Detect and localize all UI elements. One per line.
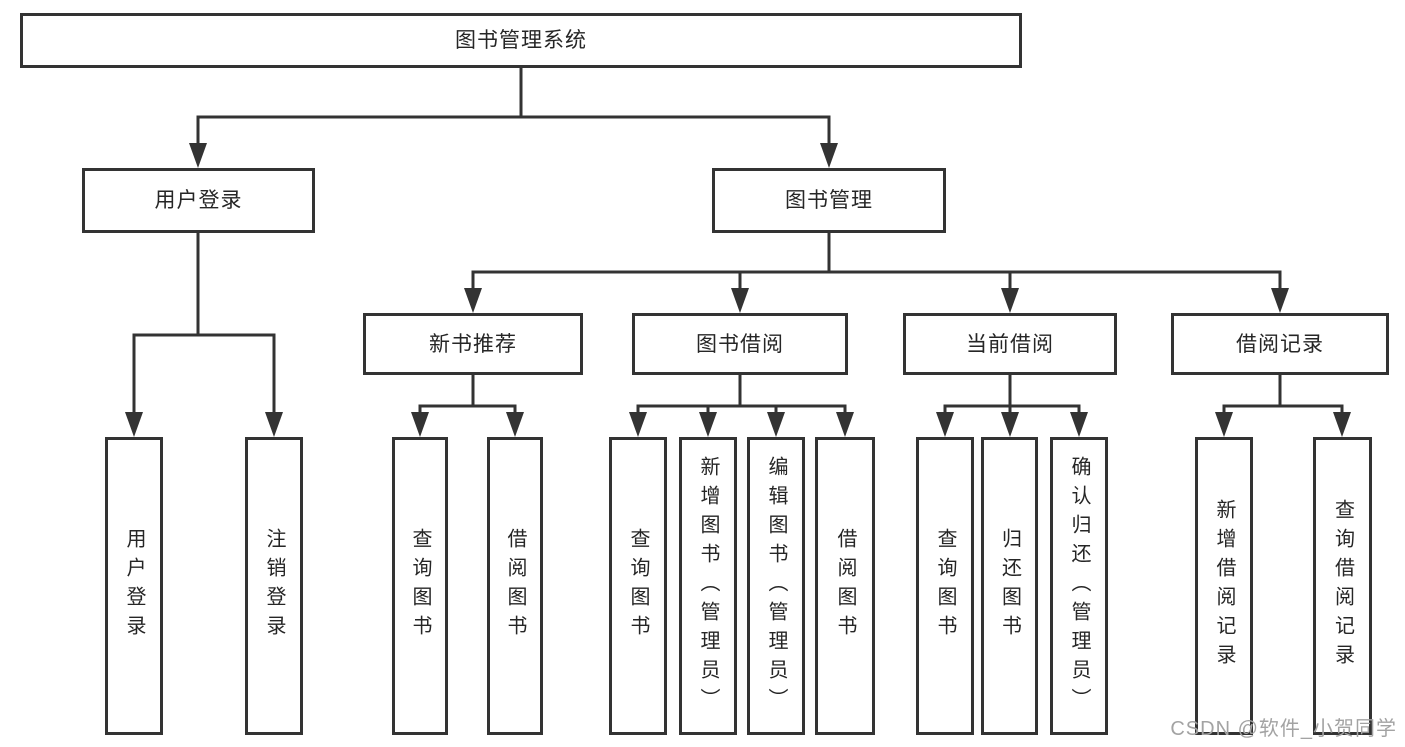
leaf-label: 用户登录 [123,528,145,644]
leaf-label: 确认归还（管理员） [1068,455,1090,717]
node-user-login: 用户登录 [82,168,315,233]
csdn-watermark: CSDN @软件_小贺同学 [1170,718,1397,740]
leaf-label: 查询借阅记录 [1331,499,1354,673]
node-label: 图书管理 [785,189,873,212]
leaf-edit-books-admin: 编辑图书（管理员） [747,437,805,735]
leaf-borrow-books: 借阅图书 [487,437,543,735]
node-new-book-recommend: 新书推荐 [363,313,583,375]
leaf-label: 借阅图书 [834,528,856,644]
leaf-query-books: 查询图书 [609,437,667,735]
node-current-borrowing: 当前借阅 [903,313,1117,375]
node-book-borrowing: 图书借阅 [632,313,848,375]
leaf-label: 编辑图书（管理员） [765,455,787,717]
node-label: 借阅记录 [1236,332,1324,356]
leaf-label: 新增借阅记录 [1213,499,1235,673]
node-label: 用户登录 [154,189,243,212]
leaf-label: 新增图书（管理员） [697,455,719,717]
node-library-management-system: 图书管理系统 [20,13,1022,68]
leaf-query-borrow-record: 查询借阅记录 [1313,437,1372,735]
leaf-label: 查询图书 [627,528,649,644]
leaf-label: 查询图书 [409,528,431,644]
node-label: 图书管理系统 [455,29,587,52]
leaf-logout: 注销登录 [245,437,303,735]
leaf-label: 注销登录 [263,528,285,644]
node-label: 新书推荐 [429,332,517,356]
leaf-query-books: 查询图书 [916,437,974,735]
leaf-query-books: 查询图书 [392,437,448,735]
leaf-confirm-return-admin: 确认归还（管理员） [1050,437,1108,735]
leaf-add-borrow-record: 新增借阅记录 [1195,437,1253,735]
leaf-label: 查询图书 [934,528,956,644]
node-label: 当前借阅 [966,332,1054,356]
leaf-add-books-admin: 新增图书（管理员） [679,437,737,735]
leaf-borrow-books: 借阅图书 [815,437,875,735]
node-borrowing-records: 借阅记录 [1171,313,1389,375]
node-label: 图书借阅 [696,332,784,356]
node-book-management: 图书管理 [712,168,946,233]
leaf-label: 借阅图书 [504,528,526,644]
leaf-label: 归还图书 [998,528,1021,644]
leaf-user-login: 用户登录 [105,437,163,735]
arrowheads [125,143,1351,437]
leaf-return-books: 归还图书 [981,437,1038,735]
